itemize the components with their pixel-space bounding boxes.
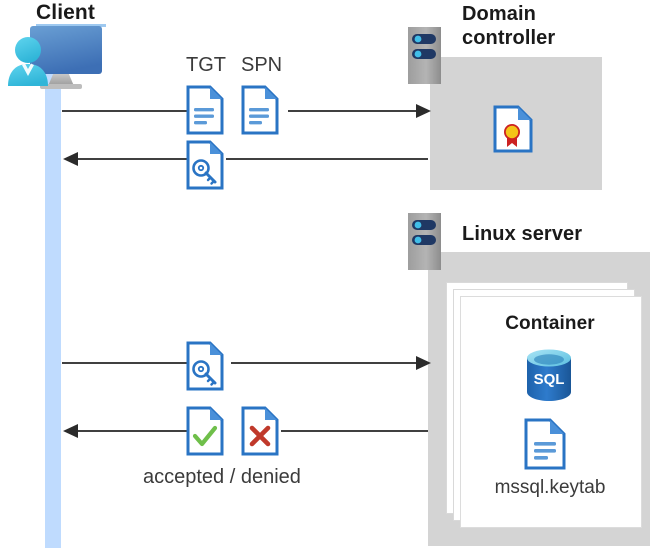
flow-3-line-right [231, 362, 418, 364]
client-user-monitor-icon [6, 24, 110, 100]
domain-controller-title-line1: Domain [462, 3, 536, 25]
flow-4-line-left [76, 430, 187, 432]
certificate-document-icon [493, 105, 533, 153]
flow-2-ticket-key-document-icon [186, 140, 224, 190]
flow-2-line-left [76, 158, 187, 160]
domain-controller-server-icon [408, 27, 448, 84]
document-check-icon [186, 406, 224, 456]
tgt-document-lines-icon [186, 85, 224, 135]
flow-2-arrowhead-left [62, 151, 78, 167]
linux-server-server-icon [408, 213, 448, 270]
container-title: Container [505, 313, 595, 334]
accepted-denied-caption: accepted / denied [143, 466, 301, 488]
flow-4-arrowhead-left [62, 423, 78, 439]
domain-controller-title-line2: controller [462, 27, 556, 49]
client-title-underline [36, 24, 106, 27]
document-cross-icon [241, 406, 279, 456]
flow-2-line-right [226, 158, 428, 160]
flow-3-arrowhead-right [416, 355, 432, 371]
flow-1-line-left [62, 110, 187, 112]
spn-label: SPN [241, 54, 283, 76]
client-title: Client [36, 1, 95, 24]
sql-database-icon: SQL [523, 348, 575, 402]
flow-1-arrowhead-right [416, 103, 432, 119]
flow-1-line-right [288, 110, 418, 112]
linux-server-title: Linux server [462, 223, 583, 245]
flow-3-ticket-key-document-icon [186, 341, 224, 391]
spn-document-lines-icon [241, 85, 279, 135]
tgt-label: TGT [186, 54, 226, 76]
keytab-document-icon [524, 418, 566, 470]
flow-3-line-left [62, 362, 187, 364]
client-lifeline [45, 60, 61, 548]
container-card-front [460, 296, 642, 528]
svg-text:SQL: SQL [534, 371, 565, 388]
flow-4-line-right [281, 430, 428, 432]
keytab-filename-label: mssql.keytab [494, 477, 606, 498]
